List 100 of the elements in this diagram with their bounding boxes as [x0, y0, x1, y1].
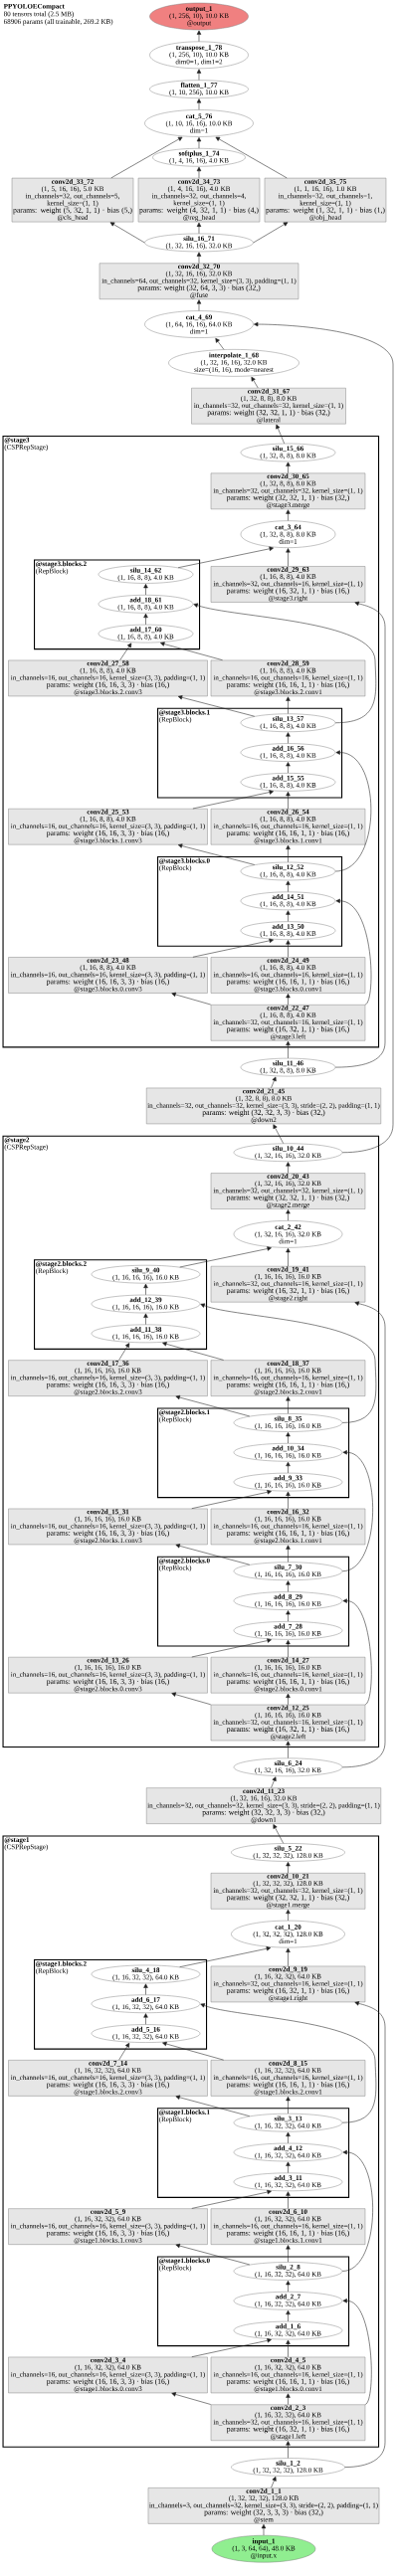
arrow: [196, 137, 202, 149]
arrow: [110, 136, 183, 179]
arrow: [171, 992, 212, 1006]
arrow: [286, 844, 291, 863]
arrow: [179, 1946, 272, 1967]
arrow: [286, 2096, 291, 2115]
arrow: [335, 898, 372, 1006]
arrow: [341, 1301, 386, 1768]
arrow: [286, 1545, 291, 1563]
arrow: [162, 1342, 224, 1361]
arrow: [175, 2243, 251, 2266]
arrow: [286, 1432, 291, 1444]
arrow: [286, 2245, 291, 2263]
arrow: [286, 696, 291, 714]
arrow: [286, 1396, 291, 1414]
arrow: [143, 584, 148, 596]
arrow: [344, 2001, 386, 2468]
arrow: [193, 603, 377, 723]
arrow: [254, 321, 394, 1153]
arrow: [143, 613, 148, 626]
arrow: [196, 222, 202, 234]
arrow: [191, 2189, 272, 2209]
arrow: [286, 910, 291, 922]
arrow: [175, 1394, 251, 1417]
arrow: [286, 791, 291, 810]
arrow: [334, 601, 386, 1068]
arrow: [273, 1824, 284, 1844]
arrow: [191, 1638, 272, 1658]
arrow: [271, 2477, 277, 2488]
arrow: [196, 252, 202, 264]
arrow: [215, 136, 288, 179]
arrow: [286, 2339, 291, 2357]
arrow: [286, 1947, 291, 1966]
arrow: [177, 546, 274, 568]
arrow: [286, 1209, 291, 1221]
arrow: [341, 1450, 373, 1571]
arrow: [286, 1162, 291, 1174]
arrow: [192, 790, 274, 810]
arrow: [109, 222, 145, 244]
arrow: [286, 2191, 291, 2209]
arrow: [286, 2131, 291, 2144]
arrow: [191, 1490, 272, 1509]
arrow: [196, 299, 202, 311]
arrow: [342, 1598, 372, 1706]
arrow: [286, 1862, 291, 1874]
arrow: [191, 2338, 272, 2357]
arrow: [177, 695, 256, 717]
arrow: [286, 509, 291, 521]
arrow: [273, 1124, 284, 1144]
arrow: [286, 1909, 291, 1922]
arrow: [196, 30, 202, 42]
arrow: [251, 376, 259, 389]
arrow: [271, 1776, 277, 1788]
arrow: [171, 1692, 212, 1706]
arrow: [286, 1461, 291, 1474]
arrow: [286, 880, 291, 892]
arrow: [261, 2523, 267, 2536]
arrow: [271, 1076, 277, 1088]
arrow: [286, 2281, 291, 2293]
arrow: [119, 643, 132, 660]
arrow: [276, 424, 285, 445]
arrow: [286, 2309, 291, 2322]
arrow: [143, 1313, 148, 1325]
arrow: [286, 548, 291, 567]
arrow: [342, 2299, 372, 2405]
arrow: [143, 1983, 148, 1995]
arrow: [253, 222, 289, 244]
arrow: [160, 642, 223, 660]
arrow: [286, 1247, 291, 1267]
arrow: [286, 461, 291, 473]
arrow: [286, 2441, 291, 2459]
arrow: [171, 2392, 212, 2405]
arrow: [286, 994, 291, 1006]
arrow: [200, 2003, 377, 2123]
arrow: [286, 762, 291, 774]
arrow: [286, 2161, 291, 2173]
arrow: [192, 938, 274, 958]
arrow: [286, 1741, 291, 1758]
arrow: [215, 338, 225, 350]
arrow: [286, 1040, 291, 1059]
arrow: [200, 1303, 377, 1423]
arrow: [286, 940, 291, 958]
arrow: [196, 166, 202, 179]
arrow: [179, 1246, 272, 1268]
arrow: [118, 2043, 130, 2061]
arrow: [286, 1491, 291, 1509]
arrow: [175, 2095, 251, 2116]
arrow: [334, 750, 372, 872]
arrow: [286, 1639, 291, 1658]
arrow: [196, 69, 202, 81]
arrow: [143, 2013, 148, 2025]
arrow: [162, 2041, 224, 2061]
arrow: [143, 1283, 148, 1296]
arrow: [341, 2149, 373, 2272]
arrow: [286, 1580, 291, 1592]
arrow: [286, 732, 291, 744]
arrow: [196, 98, 202, 110]
arrow: [175, 1544, 251, 1565]
arrow: [286, 1693, 291, 1706]
arrow: [286, 1610, 291, 1622]
